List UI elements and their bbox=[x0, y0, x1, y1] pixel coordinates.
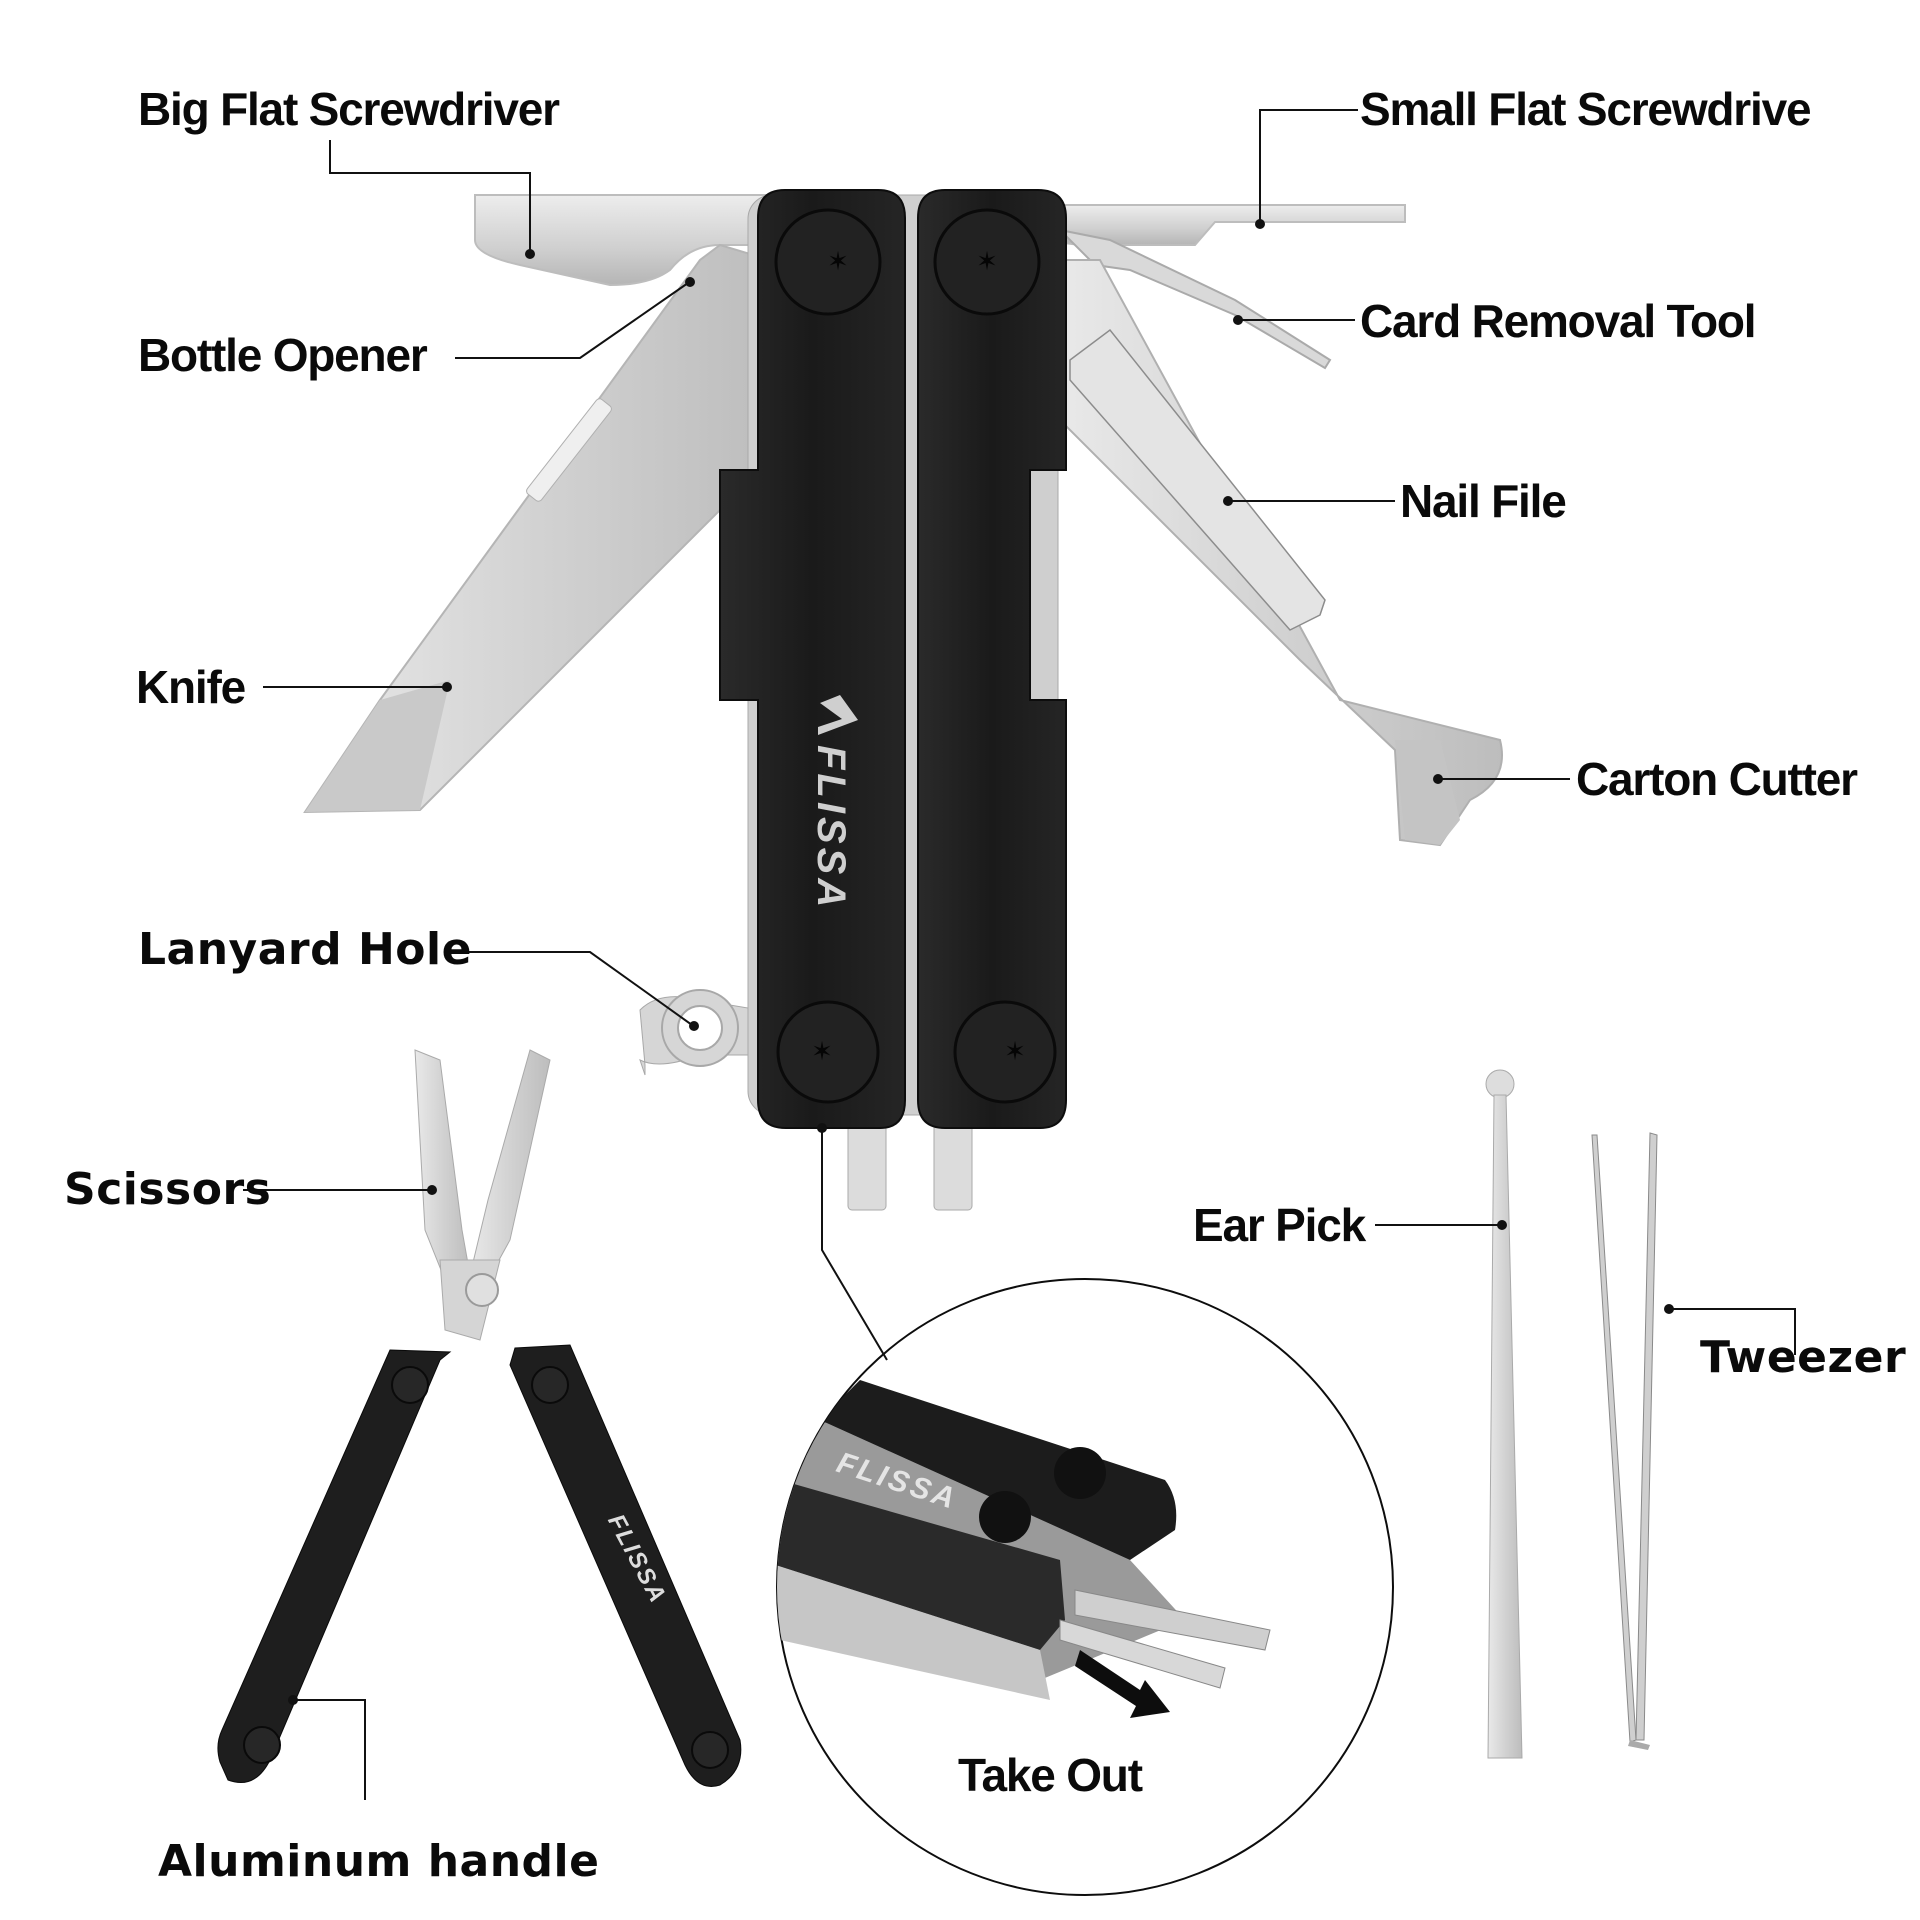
tweezer-tool bbox=[1591, 1132, 1658, 1750]
lanyard-ring bbox=[639, 989, 761, 1076]
label-scissors: Scissors bbox=[64, 1164, 272, 1215]
label-bottle-opener: Bottle Opener bbox=[138, 329, 428, 381]
svg-text:✶: ✶ bbox=[1004, 1037, 1026, 1067]
ear-pick-tool bbox=[1485, 1069, 1523, 1759]
label-take-out: Take Out bbox=[958, 1749, 1143, 1801]
svg-text:FLISSA: FLISSA bbox=[809, 745, 853, 911]
big-flat-screwdriver-blade bbox=[474, 194, 771, 287]
label-knife: Knife bbox=[136, 661, 246, 713]
scissors-tool: FLISSA bbox=[217, 1049, 742, 1787]
left-aluminum-handle: ✶ ✶ bbox=[719, 189, 906, 1129]
svg-text:✶: ✶ bbox=[827, 247, 849, 277]
label-aluminum-handle: Aluminum handle bbox=[158, 1836, 600, 1887]
label-carton-cutter: Carton Cutter bbox=[1576, 753, 1858, 805]
label-tweezer: Tweezer bbox=[1700, 1332, 1907, 1383]
label-small-flat-screwdriver: Small Flat Screwdrive bbox=[1360, 83, 1812, 135]
label-big-flat-screwdriver: Big Flat Screwdriver bbox=[138, 83, 560, 135]
nail-file-carton-cutter-blade bbox=[1059, 259, 1503, 847]
flissa-logo-main: FLISSA bbox=[809, 695, 858, 911]
label-ear-pick: Ear Pick bbox=[1193, 1199, 1366, 1251]
take-out-inset: FLISSA bbox=[776, 1278, 1394, 1896]
label-lanyard-hole: Lanyard Hole bbox=[138, 924, 472, 975]
knife-blade bbox=[303, 243, 771, 814]
label-nail-file: Nail File bbox=[1400, 475, 1567, 527]
svg-text:✶: ✶ bbox=[811, 1037, 833, 1067]
right-aluminum-handle: ✶ ✶ bbox=[917, 189, 1067, 1129]
card-removal-tool-blade bbox=[1056, 228, 1332, 370]
leader-lines bbox=[243, 109, 1796, 1800]
leader-dots bbox=[288, 219, 1674, 1705]
label-card-removal-tool: Card Removal Tool bbox=[1360, 295, 1757, 347]
svg-text:✶: ✶ bbox=[976, 247, 998, 277]
